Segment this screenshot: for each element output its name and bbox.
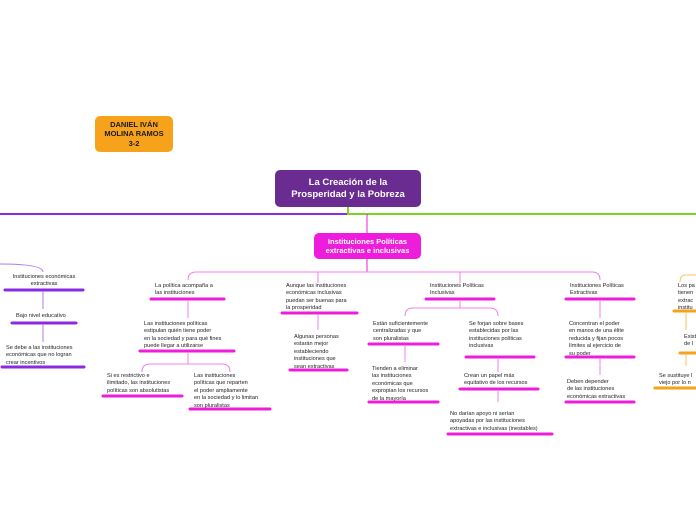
col1-power-node[interactable]: Las instituciones políticas estipulan qu… <box>144 321 222 350</box>
col3-unstable-node[interactable]: No darían apoyo ni serían apoyadas por l… <box>450 411 538 432</box>
central-topic[interactable]: La Creación de la Prosperidad y la Pobre… <box>275 170 421 207</box>
col1-absolutist-node[interactable]: Si es restrictivo e ilimitado, las insti… <box>107 373 171 394</box>
col3-head-node[interactable]: Instituciones Políticas Inclusivas <box>430 283 484 297</box>
right-node-countries[interactable]: Los pa tienen extrac institu <box>678 283 695 312</box>
col3-eliminate-node[interactable]: Tienden a eliminar las instituciones eco… <box>372 366 429 402</box>
author-node[interactable]: DANIEL IVÁN MOLINA RAMOS 3-2 <box>95 116 173 152</box>
col3-centralized-node[interactable]: Están suficientemente centralizadas y qu… <box>373 321 429 342</box>
col4-head-node[interactable]: Instituciones Políticas Extractivas <box>570 283 624 297</box>
col1-pluralist-node[interactable]: Las instituciones políticas que reparten… <box>194 373 259 409</box>
main-topic-node[interactable]: Instituciones Políticas extractivas e in… <box>314 233 421 259</box>
col3-equitable-node[interactable]: Crean un papel más equitativo de los rec… <box>464 373 528 387</box>
col1-head-node[interactable]: La política acompaña a las instituciones <box>155 283 213 297</box>
left-node-incentives[interactable]: Se debe a las instituciones económicas q… <box>6 345 73 366</box>
col4-depend-node[interactable]: Deben depender de las instituciones econ… <box>567 379 626 400</box>
col2-extractive-node[interactable]: Algunas personas estarán mejor estableci… <box>294 334 339 370</box>
left-node-education[interactable]: Bajo nivel educativo <box>16 313 66 319</box>
col4-elite-node[interactable]: Concentran el poder en manos de una élit… <box>569 321 625 357</box>
right-node-exist[interactable]: Exist de l <box>684 334 696 348</box>
left-node-extractive-economic[interactable]: Instituciones económicas extractivas <box>12 274 76 288</box>
right-node-replace[interactable]: Se sustituye l viejo por lo n <box>659 373 693 387</box>
col2-head-node[interactable]: Aunque las instituciones económicas incl… <box>286 283 347 312</box>
col3-bases-node[interactable]: Se forjan sobre bases establecidas por l… <box>469 321 524 350</box>
